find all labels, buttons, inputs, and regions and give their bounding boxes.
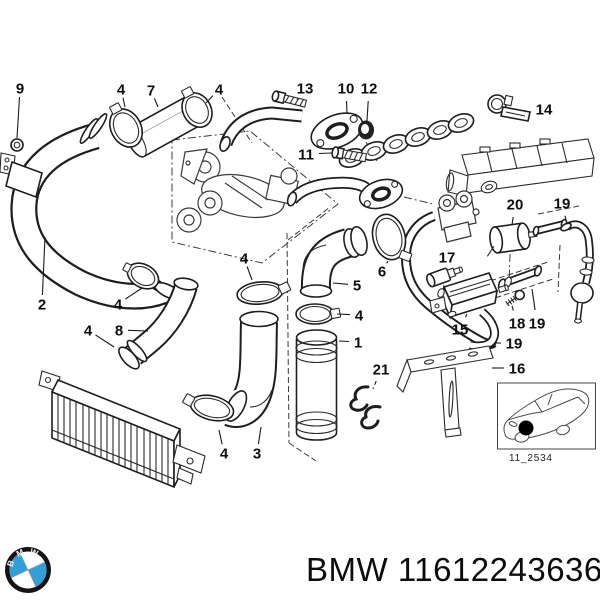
callout-leader-5 bbox=[332, 282, 349, 285]
callout-leader-8 bbox=[127, 329, 149, 332]
callout-leader-4 bbox=[246, 266, 253, 281]
callout-18: 18 bbox=[509, 316, 526, 333]
callout-1: 1 bbox=[354, 335, 362, 352]
roundel-quadrant-blue-tl bbox=[9, 553, 28, 578]
exhaust-gaskets bbox=[338, 113, 475, 168]
washer-12 bbox=[358, 120, 374, 140]
hose-clamp-4-junction bbox=[122, 262, 160, 290]
callout-leader-2 bbox=[41, 236, 46, 296]
callout-4: 4 bbox=[355, 308, 364, 325]
callout-16: 16 bbox=[509, 361, 526, 378]
callout-leader-10 bbox=[345, 100, 348, 114]
hose-clamp-4-pipe7-right bbox=[181, 86, 213, 128]
twin-solenoid-valve bbox=[437, 190, 480, 243]
hose-clamp-4-elbow3-foot bbox=[182, 393, 235, 422]
callout-6: 6 bbox=[378, 264, 386, 281]
hose-clamp-6 bbox=[371, 213, 413, 262]
callout-leader-4 bbox=[95, 334, 115, 348]
callout-7: 7 bbox=[147, 83, 155, 100]
callout-leader-4 bbox=[336, 313, 351, 316]
callout-4: 4 bbox=[117, 82, 126, 99]
callout-4: 4 bbox=[240, 251, 249, 268]
hose-clamp-4-above-elbow3 bbox=[236, 280, 292, 306]
bmw-logo: B M W bbox=[5, 546, 51, 593]
straight-hose-1 bbox=[295, 329, 338, 441]
callout-8: 8 bbox=[115, 323, 123, 340]
bolt-13 bbox=[271, 90, 308, 108]
sensor-17 bbox=[426, 266, 464, 288]
callout-leader-9 bbox=[16, 96, 21, 139]
callout-19: 19 bbox=[506, 336, 523, 353]
callout-leader-21 bbox=[372, 380, 377, 390]
callout-leader-4 bbox=[205, 95, 214, 104]
callout-leader-7 bbox=[153, 98, 159, 108]
callout-leader-4 bbox=[218, 429, 223, 445]
callout-2: 2 bbox=[38, 297, 46, 314]
support-bracket-16 bbox=[396, 345, 494, 438]
turbocharger-sketch bbox=[176, 148, 299, 233]
location-dot bbox=[518, 420, 534, 436]
callout-4: 4 bbox=[215, 82, 224, 99]
callout-leader-4 bbox=[122, 97, 126, 108]
callout-leader-6 bbox=[386, 260, 389, 264]
callout-17: 17 bbox=[439, 250, 456, 267]
nut-9 bbox=[10, 138, 24, 152]
bolt-11 bbox=[331, 146, 368, 163]
callout-leader-4 bbox=[125, 287, 143, 300]
egr-pipe-lower bbox=[286, 176, 404, 210]
callout-leader-19 bbox=[564, 215, 567, 221]
intake-manifold bbox=[445, 138, 595, 197]
callout-5: 5 bbox=[353, 278, 361, 295]
hose-clamp-4-pipe7-left bbox=[108, 102, 144, 148]
screw-18 bbox=[505, 289, 526, 307]
thumbnail-ref-code: 11_2534 bbox=[509, 453, 553, 464]
callout-10: 10 bbox=[338, 81, 355, 98]
callout-3: 3 bbox=[253, 446, 261, 463]
part-number-label: BMW 11612243636 bbox=[306, 551, 600, 588]
callout-14: 14 bbox=[536, 102, 553, 119]
callout-4: 4 bbox=[114, 297, 123, 314]
hose-8 bbox=[118, 277, 199, 370]
callout-leader-15 bbox=[465, 313, 468, 318]
callout-leader-18 bbox=[511, 305, 514, 311]
valve-unit-15 bbox=[429, 272, 509, 320]
callout-13: 13 bbox=[297, 81, 314, 98]
callout-leader-11 bbox=[318, 152, 333, 155]
callout-21: 21 bbox=[373, 362, 390, 379]
callout-12: 12 bbox=[361, 81, 378, 98]
callout-leader-13 bbox=[296, 98, 299, 101]
logo-letter-b: B bbox=[5, 559, 16, 568]
intercooler bbox=[38, 370, 206, 489]
vacuum-tube-19-top bbox=[532, 218, 568, 237]
callout-19: 19 bbox=[554, 196, 571, 213]
vacuum-canister-20 bbox=[486, 222, 538, 257]
callout-4: 4 bbox=[220, 446, 229, 463]
id-tag bbox=[5, 160, 43, 199]
callout-leader-3 bbox=[257, 426, 262, 445]
callout-20: 20 bbox=[507, 197, 524, 214]
callout-leader-12 bbox=[366, 100, 369, 122]
elbow-hose-5 bbox=[299, 226, 368, 298]
callout-leader-19 bbox=[531, 288, 536, 311]
roundel-quadrant-blue-br bbox=[28, 562, 47, 587]
callout-15: 15 bbox=[452, 322, 469, 339]
pipe-clamp-14 bbox=[487, 94, 531, 122]
hose-clamp-4-below-elbow5 bbox=[295, 303, 342, 325]
vacuum-hose-19-valve bbox=[468, 308, 500, 351]
callout-4: 4 bbox=[84, 323, 93, 340]
callout-leader-1 bbox=[338, 340, 350, 343]
callout-11: 11 bbox=[298, 147, 314, 164]
callout-9: 9 bbox=[16, 81, 24, 98]
vehicle-thumbnail: 11_2534 bbox=[497, 382, 596, 464]
callout-leader-20 bbox=[511, 216, 514, 226]
logo-letter-m: M bbox=[15, 547, 26, 559]
logo-letter-w: W bbox=[29, 546, 41, 558]
exploded-parts-diagram: 11_2534 94741310121411201917465248441518… bbox=[0, 81, 596, 489]
dipstick-tube-19 bbox=[560, 220, 595, 324]
callout-19: 19 bbox=[529, 316, 546, 333]
retaining-clips-21 bbox=[349, 385, 382, 430]
egr-pipe-10 bbox=[219, 106, 364, 152]
